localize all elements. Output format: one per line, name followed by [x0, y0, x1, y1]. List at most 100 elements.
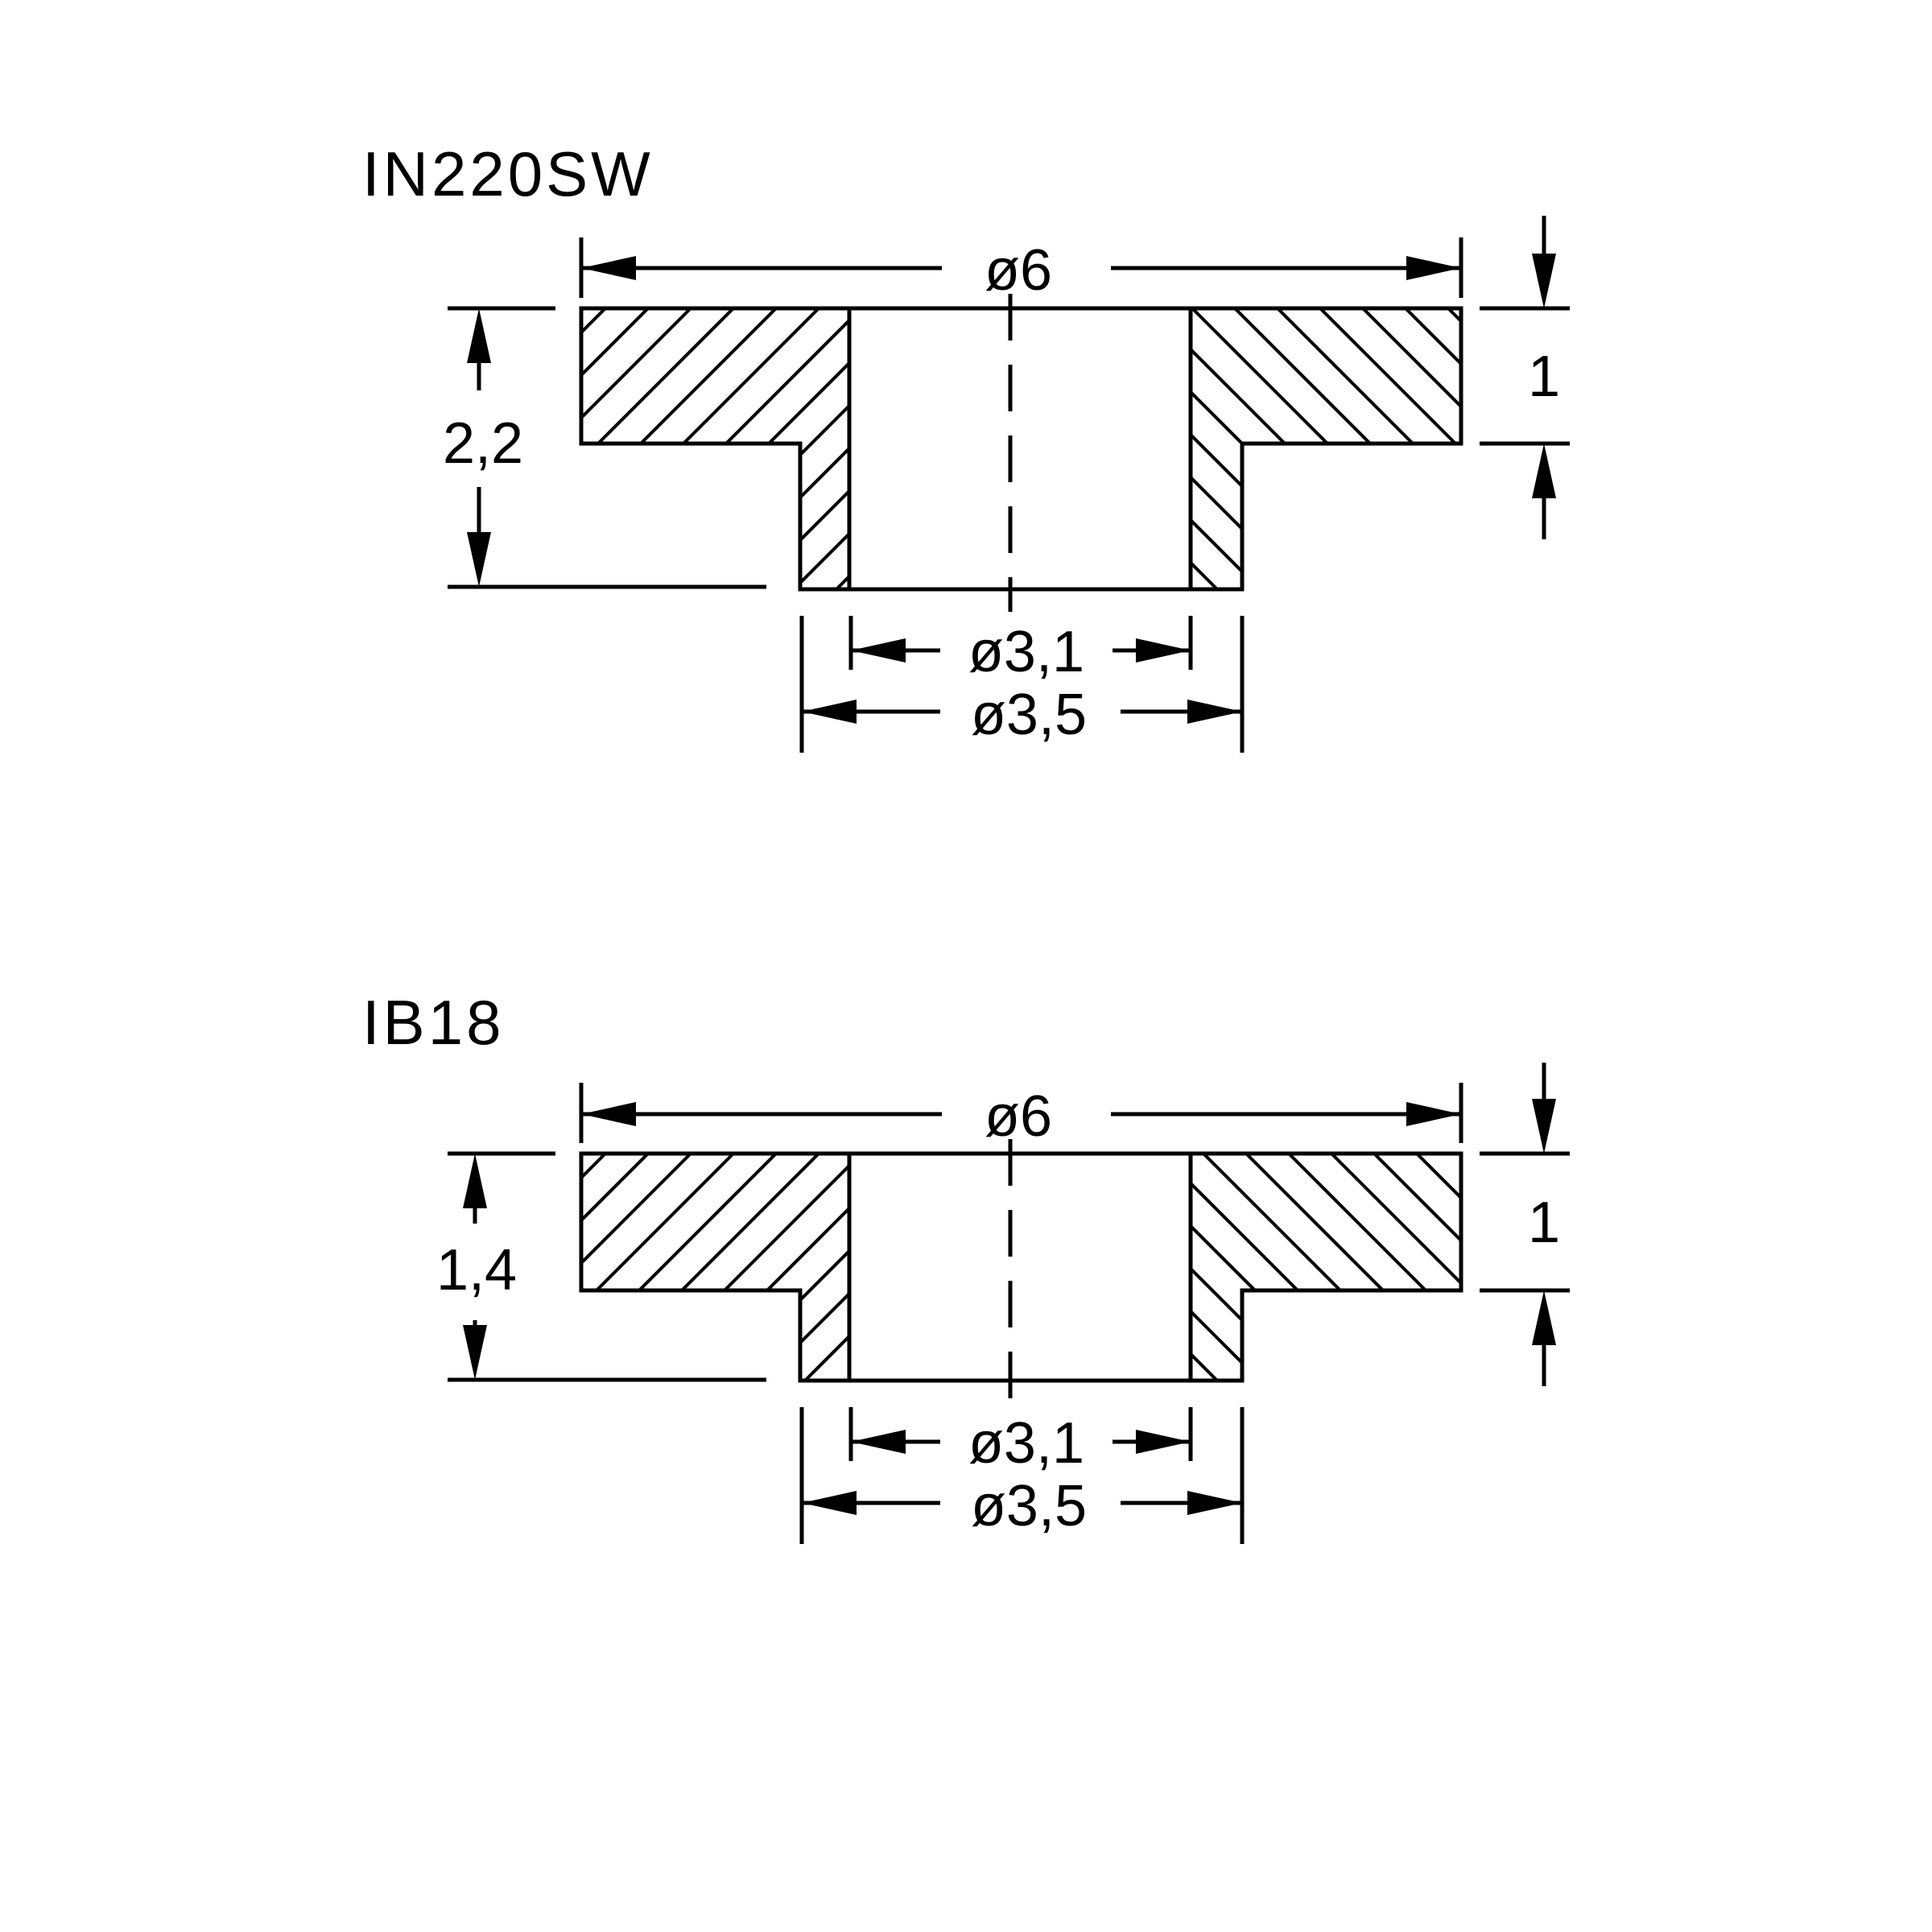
inner-diameter-label: ø3,1 [968, 1411, 1084, 1476]
total-height-label: 1,4 [436, 1238, 517, 1302]
flange-thickness-label: 1 [1528, 1191, 1560, 1255]
hatch-line [894, 308, 1174, 589]
hatch-line [1330, 1154, 1461, 1381]
hatch-line [1189, 1154, 1416, 1381]
left-hatching [154, 308, 1629, 589]
hatch-line [1232, 1154, 1459, 1381]
hatch-line [1886, 1154, 1932, 1381]
hatch-line [1276, 308, 1461, 589]
hatch-line [1704, 308, 1932, 589]
hatch-line [1801, 1154, 1932, 1381]
hatch-line [621, 308, 849, 589]
total-height-dimension: 1,4 [436, 1151, 766, 1382]
hatch-line [749, 308, 849, 589]
hatch-line [879, 308, 1160, 589]
hatch-line [761, 1154, 849, 1381]
hatch-line [581, 308, 849, 589]
hatch-line [1619, 308, 1900, 589]
outer-diameter-dimension: ø6 [579, 1083, 1463, 1149]
flange-thickness-dimension: 1 [1480, 216, 1570, 539]
hatch-line [1146, 1154, 1373, 1381]
hatch-line [1191, 308, 1261, 589]
inner-diameter-dimension: ø3,1 [848, 1407, 1193, 1476]
hatch-line [947, 1154, 1174, 1381]
hatch-line [1576, 308, 1857, 589]
hatch-line [1191, 1154, 1261, 1381]
hatch-line [1191, 308, 1219, 589]
right-hatching [851, 308, 1932, 589]
inner-diameter-dimension: ø3,1 [848, 616, 1193, 684]
part-ib18: IB18 ø6 [208, 987, 1932, 1544]
hatch-line [1191, 308, 1389, 589]
hatch-line [803, 1154, 849, 1381]
hatch-line [1747, 308, 1932, 589]
hatch-line [718, 1154, 849, 1381]
hatch-line [835, 308, 849, 589]
hatch-line [675, 1154, 849, 1381]
hatch-line [581, 1154, 650, 1381]
hatch-line [890, 1154, 1117, 1381]
hatch-line [1104, 1154, 1331, 1381]
hatch-line [1458, 1154, 1461, 1381]
hatch-line [1373, 1154, 1461, 1381]
hatch-line [581, 308, 692, 589]
shank-diameter-label: ø3,5 [971, 1474, 1087, 1538]
hatch-line [1404, 308, 1461, 589]
inner-diameter-label: ø3,1 [968, 620, 1084, 684]
hatch-line [154, 308, 435, 589]
hatch-line [1287, 1154, 1461, 1381]
hatch-line [1317, 1154, 1544, 1381]
hatch-line [1007, 308, 1288, 589]
hatch-line [1191, 1154, 1347, 1381]
hatch-line [1202, 1154, 1432, 1381]
hatch-line [581, 1154, 692, 1381]
part-in220sw: IN220SW ø6 [154, 138, 1932, 753]
shank-diameter-dimension: ø3,5 [799, 616, 1245, 753]
hatch-line [1502, 1154, 1729, 1381]
hatch-line [581, 308, 778, 589]
hatch-line [581, 1154, 735, 1381]
hatch-line [1875, 308, 1932, 589]
hatch-line [1832, 308, 1932, 589]
shank-diameter-dimension: ø3,5 [799, 1407, 1245, 1544]
hatch-line [1447, 308, 1461, 589]
right-section [819, 1151, 1932, 1383]
hatch-line [1233, 308, 1461, 589]
hatch-line [976, 1154, 1203, 1381]
flange-thickness-label: 1 [1528, 345, 1560, 409]
hatch-line [1361, 308, 1461, 589]
hatch-line [1061, 1154, 1288, 1381]
hatch-line [208, 1154, 435, 1381]
hatch-line [1587, 1154, 1814, 1381]
hatch-line [1662, 308, 1932, 589]
hatch-line [1843, 1154, 1932, 1381]
hatch-line [1191, 308, 1347, 589]
outer-diameter-dimension: ø6 [579, 237, 1463, 303]
hatch-line [1715, 1154, 1932, 1381]
right-hatching [819, 1154, 1932, 1381]
hatch-line [1415, 1154, 1461, 1381]
hatch-line [1630, 1154, 1857, 1381]
hatch-line [862, 1154, 1089, 1381]
hatch-line [851, 308, 1132, 589]
hatch-line [1918, 308, 1932, 589]
hatch-line [922, 308, 1203, 589]
hatch-line [1348, 308, 1629, 589]
left-section [154, 306, 1629, 592]
outer-diameter-label: ø6 [985, 238, 1052, 303]
hatch-line [819, 1154, 1046, 1381]
hatch-line [1534, 308, 1814, 589]
hatch-line [905, 1154, 1132, 1381]
hatch-line [1929, 1154, 1932, 1381]
hatch-line [1245, 1154, 1461, 1381]
flange-thickness-dimension: 1 [1480, 1063, 1570, 1386]
hatch-line [1758, 1154, 1932, 1381]
total-height-label: 2,2 [443, 411, 523, 476]
left-section [208, 1151, 1544, 1383]
right-section [851, 306, 1932, 592]
hatch-line [1790, 308, 1932, 589]
outer-diameter-label: ø6 [985, 1084, 1052, 1149]
hatch-line [196, 308, 477, 589]
hatch-line [1018, 1154, 1245, 1381]
